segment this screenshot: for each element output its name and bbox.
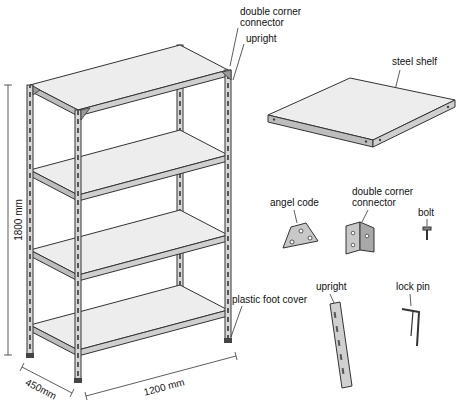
lock-pin-part <box>402 309 419 346</box>
part-label: double corner connector <box>352 186 428 208</box>
angle-code-part <box>283 223 318 248</box>
part-label: lock pin <box>396 281 430 292</box>
part-label: upright <box>316 281 347 292</box>
part-label: double corner connector <box>240 6 316 28</box>
shelves <box>30 45 228 356</box>
part-label: bolt <box>418 207 434 218</box>
uprights-front <box>27 70 231 380</box>
foot-covers <box>26 338 232 383</box>
part-label: angel code <box>270 197 319 208</box>
dimension-label: 1200 mm <box>141 376 186 398</box>
part-label: plastic foot cover <box>232 294 307 305</box>
dimension-lines <box>4 85 237 400</box>
steel-shelf-part <box>268 78 455 147</box>
corner-connectors <box>33 70 231 120</box>
dimension-label: 1800 mm <box>13 198 24 242</box>
dimension-label: 450mm <box>23 376 59 402</box>
upright-part <box>330 302 352 388</box>
bolt-part <box>423 227 431 240</box>
part-label: upright <box>246 33 277 44</box>
part-label: steel shelf <box>392 56 437 67</box>
double-corner-connector-part <box>346 222 374 254</box>
